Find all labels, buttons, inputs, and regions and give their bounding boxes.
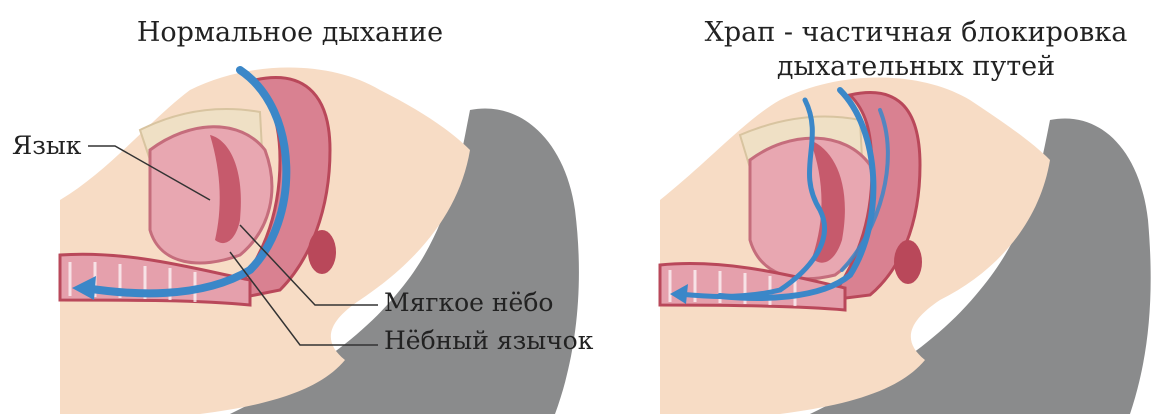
- normal-breathing-title: Нормальное дыхание: [100, 16, 480, 50]
- jaw-joint: [894, 240, 922, 284]
- tongue-label: Язык: [12, 131, 81, 161]
- uvula-label: Нёбный язычок: [384, 326, 593, 356]
- snoring-title: Храп - частичная блокировка дыхательных …: [680, 16, 1152, 84]
- snoring-title-line1: Храп - частичная блокировка: [705, 17, 1128, 48]
- jaw-joint: [308, 230, 336, 274]
- snoring-panel: Храп - частичная блокировка дыхательных …: [580, 0, 1152, 414]
- soft-palate-label: Мягкое нёбо: [384, 288, 553, 318]
- snoring-title-line2: дыхательных путей: [777, 51, 1055, 82]
- tongue: [150, 127, 272, 263]
- normal-breathing-panel: Нормальное дыхание Язык Мягкое нёбо Нёбн…: [0, 0, 580, 414]
